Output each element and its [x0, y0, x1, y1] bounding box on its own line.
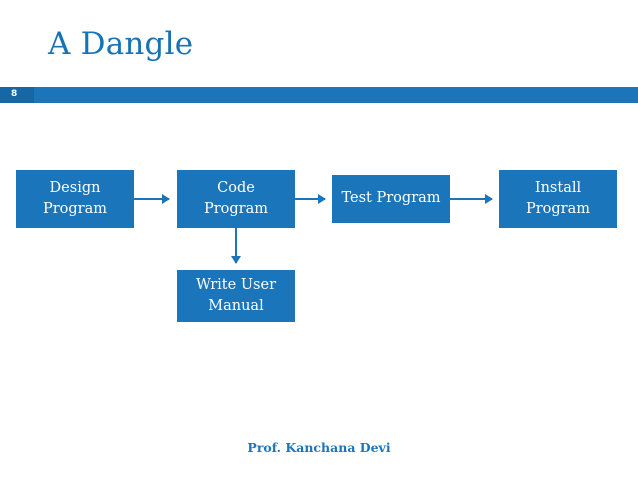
arrow-design-to-code-icon [134, 194, 170, 204]
arrow-code-to-manual-icon [231, 228, 241, 264]
flow-box-test-label: Test Program [341, 190, 441, 207]
flow-box-design-label: Design Program [42, 179, 108, 217]
arrow-test-to-install-icon [450, 194, 493, 204]
flow-box-install: Install Program [499, 170, 617, 228]
slide-number-box [0, 87, 34, 103]
flow-box-install-label: Install Program [525, 179, 591, 217]
flow-box-code-label: Code Program [203, 179, 269, 217]
arrow-code-to-test-icon [295, 194, 326, 204]
header-accent-bar [0, 87, 638, 103]
flow-box-test: Test Program [332, 175, 450, 223]
slide-number: 8 [11, 89, 18, 99]
flow-box-write-user-manual: Write User Manual [177, 270, 295, 322]
page-title: A Dangle [48, 26, 194, 62]
flow-box-code: Code Program [177, 170, 295, 228]
footer-author: Prof. Kanchana Devi [247, 440, 391, 455]
flow-box-design: Design Program [16, 170, 134, 228]
flow-box-write-user-manual-label: Write User Manual [195, 276, 276, 314]
